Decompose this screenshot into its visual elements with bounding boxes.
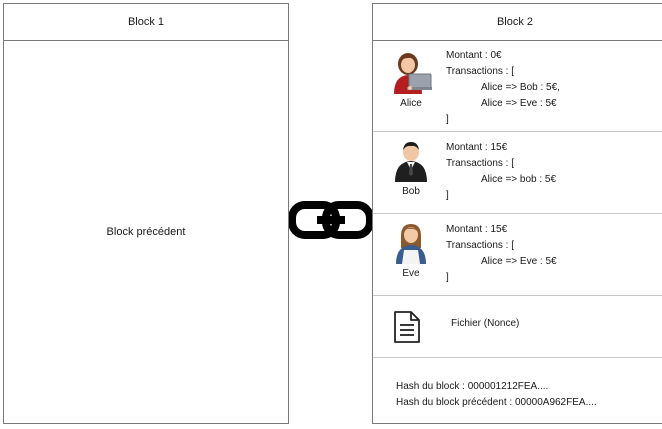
block-1-header: Block 1 [4, 4, 288, 41]
alice-info: Montant : 0€ Transactions : [ Alice => B… [446, 48, 560, 128]
hash-row: Hash du block : 000001212FEA.... Hash du… [373, 358, 662, 424]
alice-amount: Montant : 0€ [446, 50, 502, 61]
block-1: Block 1 Block précédent [3, 3, 289, 424]
eve-transactions-close: ] [446, 272, 449, 283]
woman-apron-icon [396, 224, 426, 264]
previous-block-hash: Hash du block précédent : 00000A962FEA..… [396, 397, 597, 408]
eve-transaction-1: Alice => Eve : 5€ [481, 256, 557, 267]
alice-transaction-1: Alice => Bob : 5€, [481, 82, 560, 93]
user-name-bob: Bob [402, 186, 420, 197]
user-row-bob: Bob Montant : 15€ Transactions : [ Alice… [373, 132, 662, 214]
user-row-eve: Eve Montant : 15€ Transactions : [ Alice… [373, 214, 662, 296]
alice-avatar: Alice [387, 50, 435, 109]
block-1-title: Block 1 [127, 16, 165, 28]
bob-info: Montant : 15€ Transactions : [ Alice => … [446, 140, 556, 204]
eve-info: Montant : 15€ Transactions : [ Alice => … [446, 222, 557, 286]
nonce-row: Fichier (Nonce) [373, 296, 662, 358]
woman-laptop-icon [394, 53, 432, 94]
block-2-title: Block 2 [496, 16, 534, 28]
block-1-body: Block précédent [4, 40, 288, 423]
block-2: Block 2 [372, 3, 662, 424]
user-name-eve: Eve [402, 268, 420, 279]
document-icon [393, 310, 421, 349]
alice-transactions-close: ] [446, 114, 449, 125]
bob-transactions-close: ] [446, 190, 449, 201]
user-row-alice: Alice Montant : 0€ Transactions : [ Alic… [373, 40, 662, 132]
alice-transaction-2: Alice => Eve : 5€ [481, 98, 557, 109]
bob-transaction-1: Alice => bob : 5€ [481, 174, 557, 185]
bob-transactions-open: Transactions : [ [446, 158, 514, 169]
chain-link-icon [288, 200, 374, 240]
alice-transactions-open: Transactions : [ [446, 66, 514, 77]
eve-avatar: Eve [387, 222, 435, 279]
hash-info: Hash du block : 000001212FEA.... Hash du… [396, 379, 597, 411]
bob-avatar: Bob [387, 140, 435, 197]
block-hash: Hash du block : 000001212FEA.... [396, 381, 549, 392]
eve-transactions-open: Transactions : [ [446, 240, 514, 251]
bob-amount: Montant : 15€ [446, 142, 508, 153]
block-2-header: Block 2 [373, 4, 662, 41]
block-1-content: Block précédent [106, 225, 186, 238]
nonce-label: Fichier (Nonce) [451, 318, 520, 329]
man-suit-icon [395, 142, 427, 182]
user-name-alice: Alice [400, 98, 422, 109]
eve-amount: Montant : 15€ [446, 224, 508, 235]
